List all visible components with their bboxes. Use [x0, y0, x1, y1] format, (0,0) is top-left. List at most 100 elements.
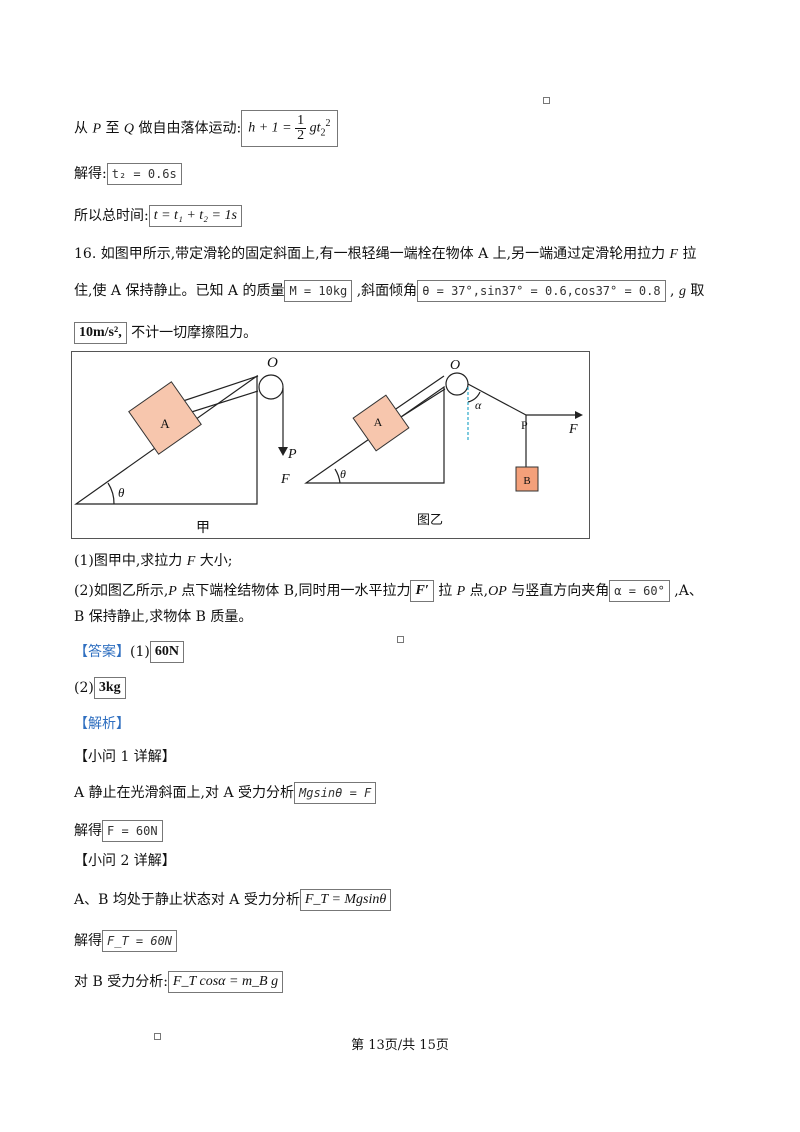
var-f: F — [669, 247, 679, 262]
text: 【小问 2 详解】 — [74, 853, 176, 869]
var-op: OP — [488, 584, 507, 599]
anchor-marker — [154, 1033, 161, 1040]
label-theta-right: θ — [340, 467, 346, 481]
left-pulley — [258, 374, 284, 400]
solve-t2-line: 解得:t₂ = 0.6s — [74, 163, 182, 185]
var-q: Q — [123, 121, 135, 137]
analysis-line: 【解析】 — [74, 714, 130, 734]
text: (1) — [130, 644, 150, 660]
label-o-right: O — [450, 358, 460, 373]
subquestion-2-cont: B 保持静止,求物体 B 质量。 — [74, 607, 252, 627]
frac-den: 2 — [297, 128, 305, 143]
frac-num: 1 — [295, 113, 307, 129]
block-a-left — [128, 381, 202, 455]
text: 解得 — [74, 933, 102, 949]
text: 所以总时间: — [74, 208, 149, 224]
text: 不计一切摩擦阻力。 — [126, 325, 258, 341]
q16-line3: 10m/s², 不计一切摩擦阻力。 — [74, 322, 257, 344]
eq-sup: 2 — [325, 118, 331, 130]
text: A、B 均处于静止状态对 A 受力分析 — [74, 892, 300, 908]
text: B 保持静止,求物体 B 质量。 — [74, 609, 253, 625]
part2-line3: 对 B 受力分析:F_T cosα = m_B g — [74, 971, 284, 993]
text: 大小; — [195, 553, 233, 569]
q16-line1: 16. 如图甲所示,带定滑轮的固定斜面上,有一根轻绳一端栓在物体 A 上,另一端… — [74, 244, 697, 265]
anchor-marker — [397, 636, 404, 643]
label-b: B — [523, 475, 530, 487]
block-a-right — [352, 394, 410, 452]
part2-heading: 【小问 2 详解】 — [74, 851, 176, 871]
incline-diagram: A O P F θ 甲 A O α P F B θ 图乙 — [74, 355, 583, 536]
part2-b-equation: F_T cosα = m_B g — [167, 971, 284, 993]
text: 拉 — [678, 246, 697, 262]
force-f-prime: F′ — [410, 580, 434, 602]
alpha-arc — [467, 391, 481, 403]
text: 取 — [685, 283, 705, 299]
right-angle-arc — [334, 468, 341, 484]
answer-2-value: 3kg — [93, 677, 126, 699]
answer-tag: 【答案】 — [74, 644, 130, 660]
t2-equation: t₂ = 0.6s — [106, 163, 182, 185]
label-f-right: F — [568, 422, 578, 437]
g-value: 10m/s², — [74, 322, 127, 344]
physics-figure: A O P F θ 甲 A O α P F B θ 图乙 — [71, 351, 590, 539]
text: 点, — [465, 583, 489, 599]
right-rope-upper — [389, 375, 445, 414]
text: 住,使 A 保持静止。已知 A 的质量 — [74, 283, 285, 299]
block-b — [515, 466, 539, 492]
label-o-left: O — [267, 355, 278, 371]
text: 解得: — [74, 166, 107, 182]
var-g: g — [678, 284, 686, 299]
label-f-left: F — [280, 472, 290, 487]
label-a-right: A — [374, 415, 383, 429]
text: ,A、 — [669, 583, 703, 599]
text: ,斜面倾角 — [352, 283, 418, 299]
part2-equation: F_T = Mgsinθ — [299, 889, 392, 911]
text: 解得 — [74, 823, 102, 839]
text: 对 B 受力分析: — [74, 974, 168, 990]
angle-equation: θ = 37°,sin37° = 0.6,cos37° = 0.8 — [417, 280, 666, 302]
caption-right: 图乙 — [417, 512, 443, 527]
caption-left: 甲 — [196, 521, 210, 536]
left-angle-arc — [107, 482, 115, 505]
var-p: P — [168, 584, 177, 599]
page-footer: 第 13页/共 15页 — [351, 1038, 449, 1053]
right-pulley — [445, 372, 469, 396]
label-a-left: A — [160, 416, 170, 431]
subquestion-1: (1)图甲中,求拉力 F 大小; — [74, 551, 232, 572]
eq-lhs: h + 1 = — [248, 120, 292, 136]
eq-rhs: gt — [309, 120, 321, 136]
total-time-equation: t = t₁ + t₂ = 1s — [148, 205, 242, 227]
text: A 静止在光滑斜面上,对 A 受力分析 — [74, 785, 295, 801]
text: 【小问 1 详解】 — [74, 749, 176, 765]
right-force-arrowhead — [575, 411, 583, 419]
total-time-line: 所以总时间:t = t₁ + t₂ = 1s — [74, 205, 242, 227]
part2-result: F_T = 60N — [102, 930, 178, 952]
answer-line-2: (2)3kg — [74, 677, 126, 699]
label-p-left: P — [287, 447, 297, 462]
mass-equation: M = 10kg — [284, 280, 353, 302]
text: 做自由落体运动: — [138, 120, 242, 137]
text: 点下端栓结物体 B,同时用一水平拉力 — [176, 583, 411, 599]
text: 从 — [74, 120, 93, 137]
label-alpha: α — [475, 398, 482, 412]
anchor-marker — [543, 97, 550, 104]
answer-line-1: 【答案】(1)60N — [74, 641, 184, 663]
text: 至 — [105, 120, 124, 137]
var-p: P — [92, 121, 102, 137]
var-p: P — [456, 584, 466, 599]
part1-equation: Mgsinθ = F — [294, 782, 377, 804]
part1-heading: 【小问 1 详解】 — [74, 747, 176, 767]
eq-sub: 2 — [320, 127, 326, 139]
text: 拉 — [433, 583, 457, 599]
text: 16. 如图甲所示,带定滑轮的固定斜面上,有一根轻绳一端栓在物体 A 上,另一端… — [74, 246, 670, 262]
label-p-right: P — [521, 418, 528, 432]
var-f: F — [186, 554, 196, 569]
